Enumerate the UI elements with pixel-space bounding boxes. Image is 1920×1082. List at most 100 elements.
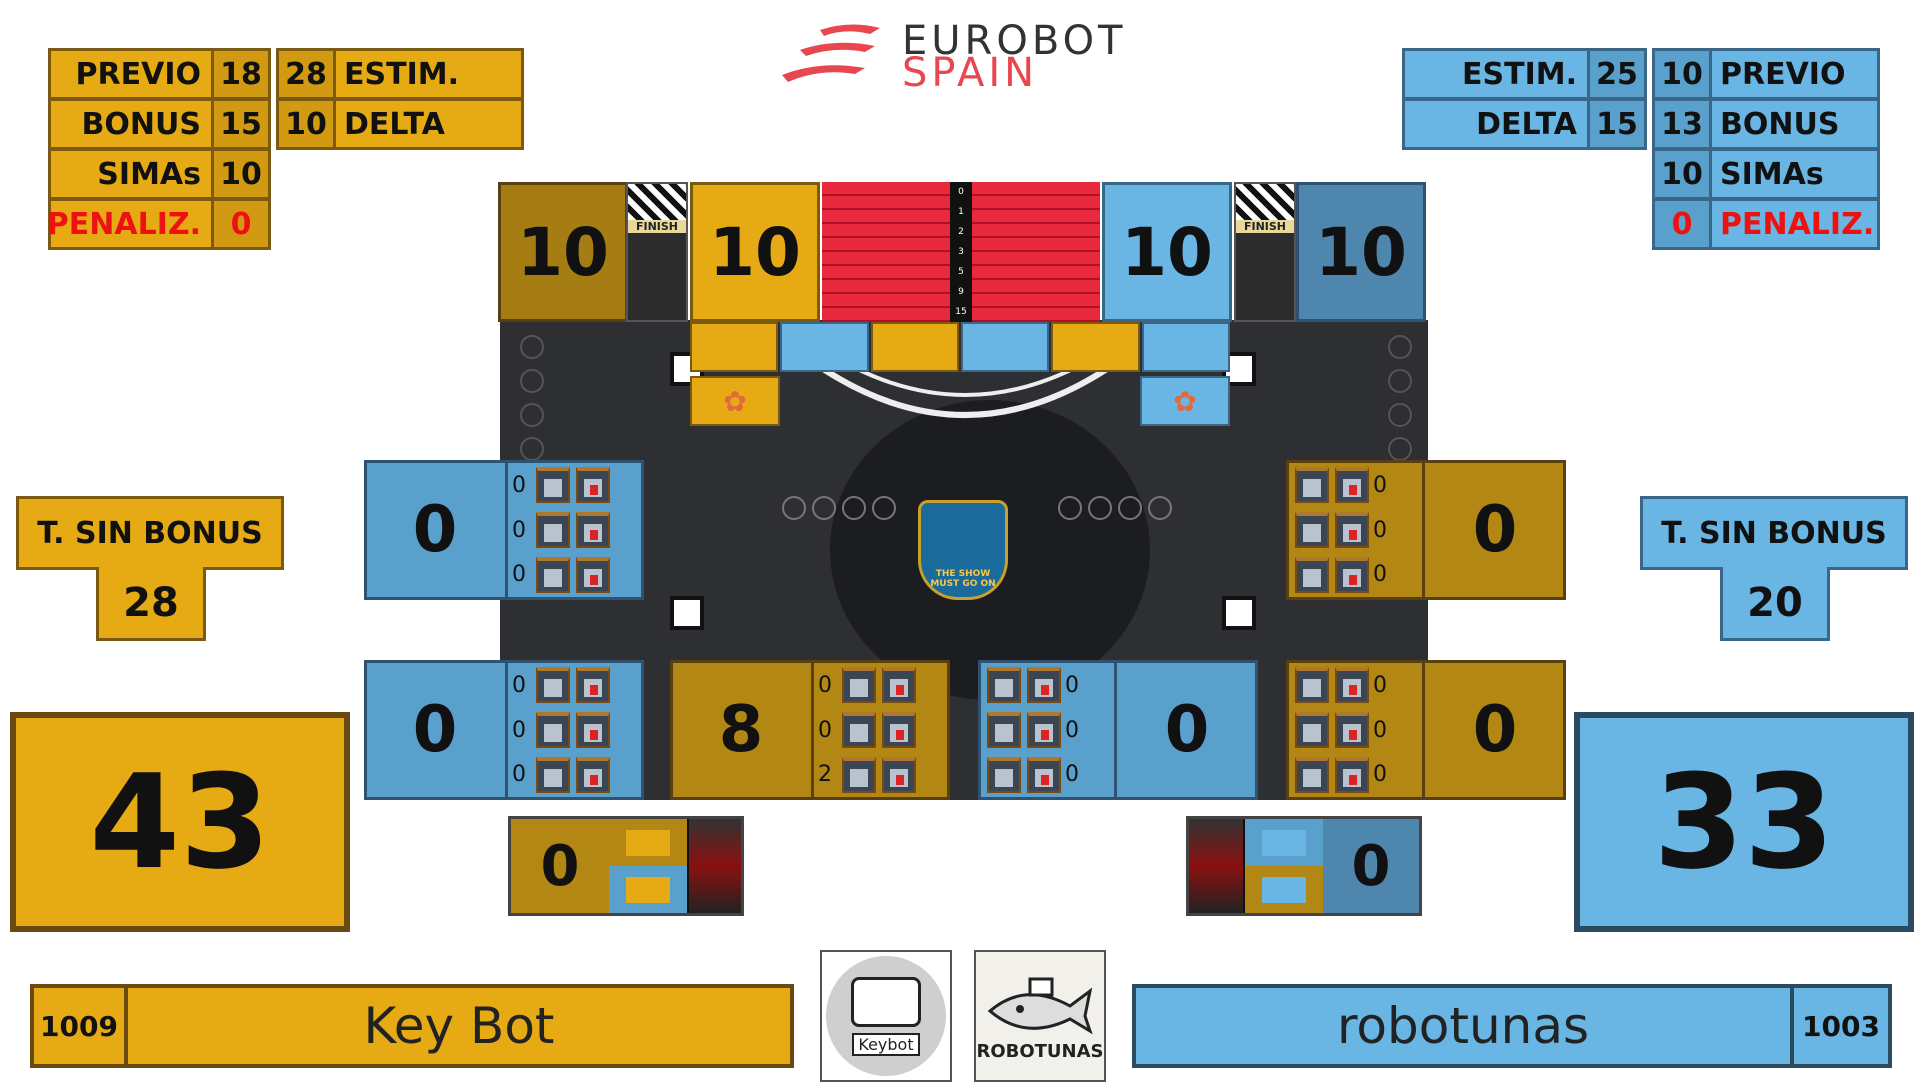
zone-right-top-score: 0	[1472, 493, 1518, 567]
yellow-flower-slot: ✿	[690, 376, 780, 426]
crate-icon	[1335, 756, 1369, 793]
blue-finish-score: 10	[1315, 213, 1407, 291]
blue-estim-label: ESTIM.	[1402, 48, 1590, 100]
crate-count: 0	[1065, 717, 1079, 743]
crate-icon	[576, 512, 610, 548]
robotunas-logo-text: ROBOTUNAS	[976, 1040, 1104, 1062]
crate-count: 0	[1373, 762, 1387, 788]
yellow-sin-bonus-value: 28	[123, 579, 179, 626]
crate-icon	[987, 667, 1021, 704]
finish-label: FINISH	[1236, 220, 1294, 233]
sin-bonus-label: T. SIN BONUS	[37, 515, 263, 551]
zone-right-top: 0 0 0 0	[1286, 460, 1566, 600]
blue-simas-value: 10	[1652, 148, 1712, 200]
crate-icon	[1335, 467, 1369, 504]
crate-count: 0	[512, 762, 526, 788]
eurobot-swoosh-icon	[782, 24, 880, 82]
crate-icon	[842, 712, 876, 748]
blue-backstage: 0	[1186, 816, 1422, 916]
zone-center-yellow-score: 8	[718, 693, 764, 767]
crate-count: 0	[818, 672, 832, 698]
guitar-card-icon	[687, 819, 741, 913]
crate-icon	[842, 667, 876, 704]
crate-icon	[536, 756, 570, 793]
yellow-team-id: 1009	[30, 984, 128, 1068]
crate-icon	[882, 712, 916, 748]
crate-icon	[536, 712, 570, 748]
yellow-stats-panel: PREVIO 18 28 ESTIM. BONUS 15 10 DELTA SI…	[47, 48, 524, 250]
blue-main-score: 10	[1121, 213, 1213, 291]
crate-icon	[1295, 756, 1329, 793]
blue-team-bar: robotunas 1003	[1132, 984, 1892, 1068]
crate-icon	[987, 712, 1021, 748]
crate-count: 0	[512, 717, 526, 743]
crate-icon	[576, 556, 610, 593]
guitar-card-icon	[1189, 819, 1245, 913]
crate-icon	[1295, 467, 1329, 504]
yellow-penal-value: 0	[211, 198, 271, 250]
yellow-finish-flag: FINISH	[626, 182, 688, 322]
blue-delta-label: DELTA	[1402, 98, 1590, 150]
crate-icon	[1295, 512, 1329, 548]
yellow-delta-label: DELTA	[333, 98, 524, 150]
yellow-simas-value: 10	[211, 148, 271, 200]
blue-previo-value: 10	[1652, 48, 1712, 100]
crate-icon	[1295, 556, 1329, 593]
crate-icon	[576, 712, 610, 748]
tick-0: 0	[958, 187, 964, 197]
sin-bonus-label: T. SIN BONUS	[1661, 515, 1887, 551]
playing-field: THE SHOW MUST GO ON	[500, 320, 1428, 800]
tick-9: 9	[958, 287, 964, 297]
crate-count: 0	[512, 472, 526, 498]
crate-count: 0	[1373, 672, 1387, 698]
blue-penal-label: PENALIZ.	[1709, 198, 1880, 250]
yellow-backstage: 0	[508, 816, 744, 916]
blue-finish-flag: FINISH	[1234, 182, 1296, 322]
crate-count: 0	[1065, 672, 1079, 698]
yellow-bonus-label: BONUS	[48, 98, 214, 150]
yellow-previo-value: 18	[211, 48, 271, 100]
crate-count: 2	[818, 762, 832, 788]
yellow-previo-label: PREVIO	[48, 48, 214, 100]
eurobot-logo: EUROBOT SPAIN	[780, 18, 1160, 96]
crate-count: 0	[1373, 517, 1387, 543]
crate-icon	[536, 467, 570, 504]
yellow-total: 43	[89, 746, 271, 898]
tick-5: 5	[958, 267, 964, 277]
robotunas-logo: ROBOTUNAS	[974, 950, 1106, 1082]
right-circle-markers	[1388, 335, 1412, 461]
blue-total: 33	[1653, 746, 1835, 898]
crate-count: 0	[512, 517, 526, 543]
aruco-marker-icon	[1222, 596, 1256, 630]
logo-line1: EUROBOT	[902, 18, 1127, 64]
blue-simas-label: SIMAs	[1709, 148, 1880, 200]
crate-icon	[1295, 667, 1329, 704]
crate-icon	[536, 556, 570, 593]
tuna-robot-icon	[987, 977, 1093, 1034]
keybot-logo: Keybot	[820, 950, 952, 1082]
aruco-marker-icon	[670, 596, 704, 630]
yellow-bonus-value: 15	[211, 98, 271, 150]
zone-left-top-score: 0	[412, 493, 458, 567]
crate-icon	[536, 667, 570, 704]
zone-right-bottom: 0 0 0 0	[1286, 660, 1566, 800]
crate-count: 0	[512, 562, 526, 588]
crate-icon	[536, 512, 570, 548]
zone-center-blue: 0 0 0 0	[978, 660, 1258, 800]
blue-bonus-label: BONUS	[1709, 98, 1880, 150]
yellow-simas-label: SIMAs	[48, 148, 214, 200]
crate-icon	[576, 467, 610, 504]
yellow-backstage-score: 0	[511, 819, 609, 913]
the-show-badge: THE SHOW MUST GO ON	[918, 500, 1008, 600]
blue-flower-slot: ✿	[1140, 376, 1230, 426]
blue-sin-bonus-value-box: 20	[1720, 567, 1830, 641]
yellow-team-bar: 1009 Key Bot	[30, 984, 794, 1068]
blue-estim-value: 25	[1587, 48, 1647, 100]
tick-3: 3	[958, 247, 964, 257]
center-circle-markers	[782, 496, 1172, 520]
blue-stats-panel: ESTIM. 25 10 PREVIO DELTA 15 13 BONUS 10…	[1402, 48, 1880, 250]
blue-previo-label: PREVIO	[1709, 48, 1880, 100]
robot-face-icon	[851, 976, 921, 1027]
blue-delta-value: 15	[1587, 98, 1647, 150]
crate-count: 0	[1373, 472, 1387, 498]
